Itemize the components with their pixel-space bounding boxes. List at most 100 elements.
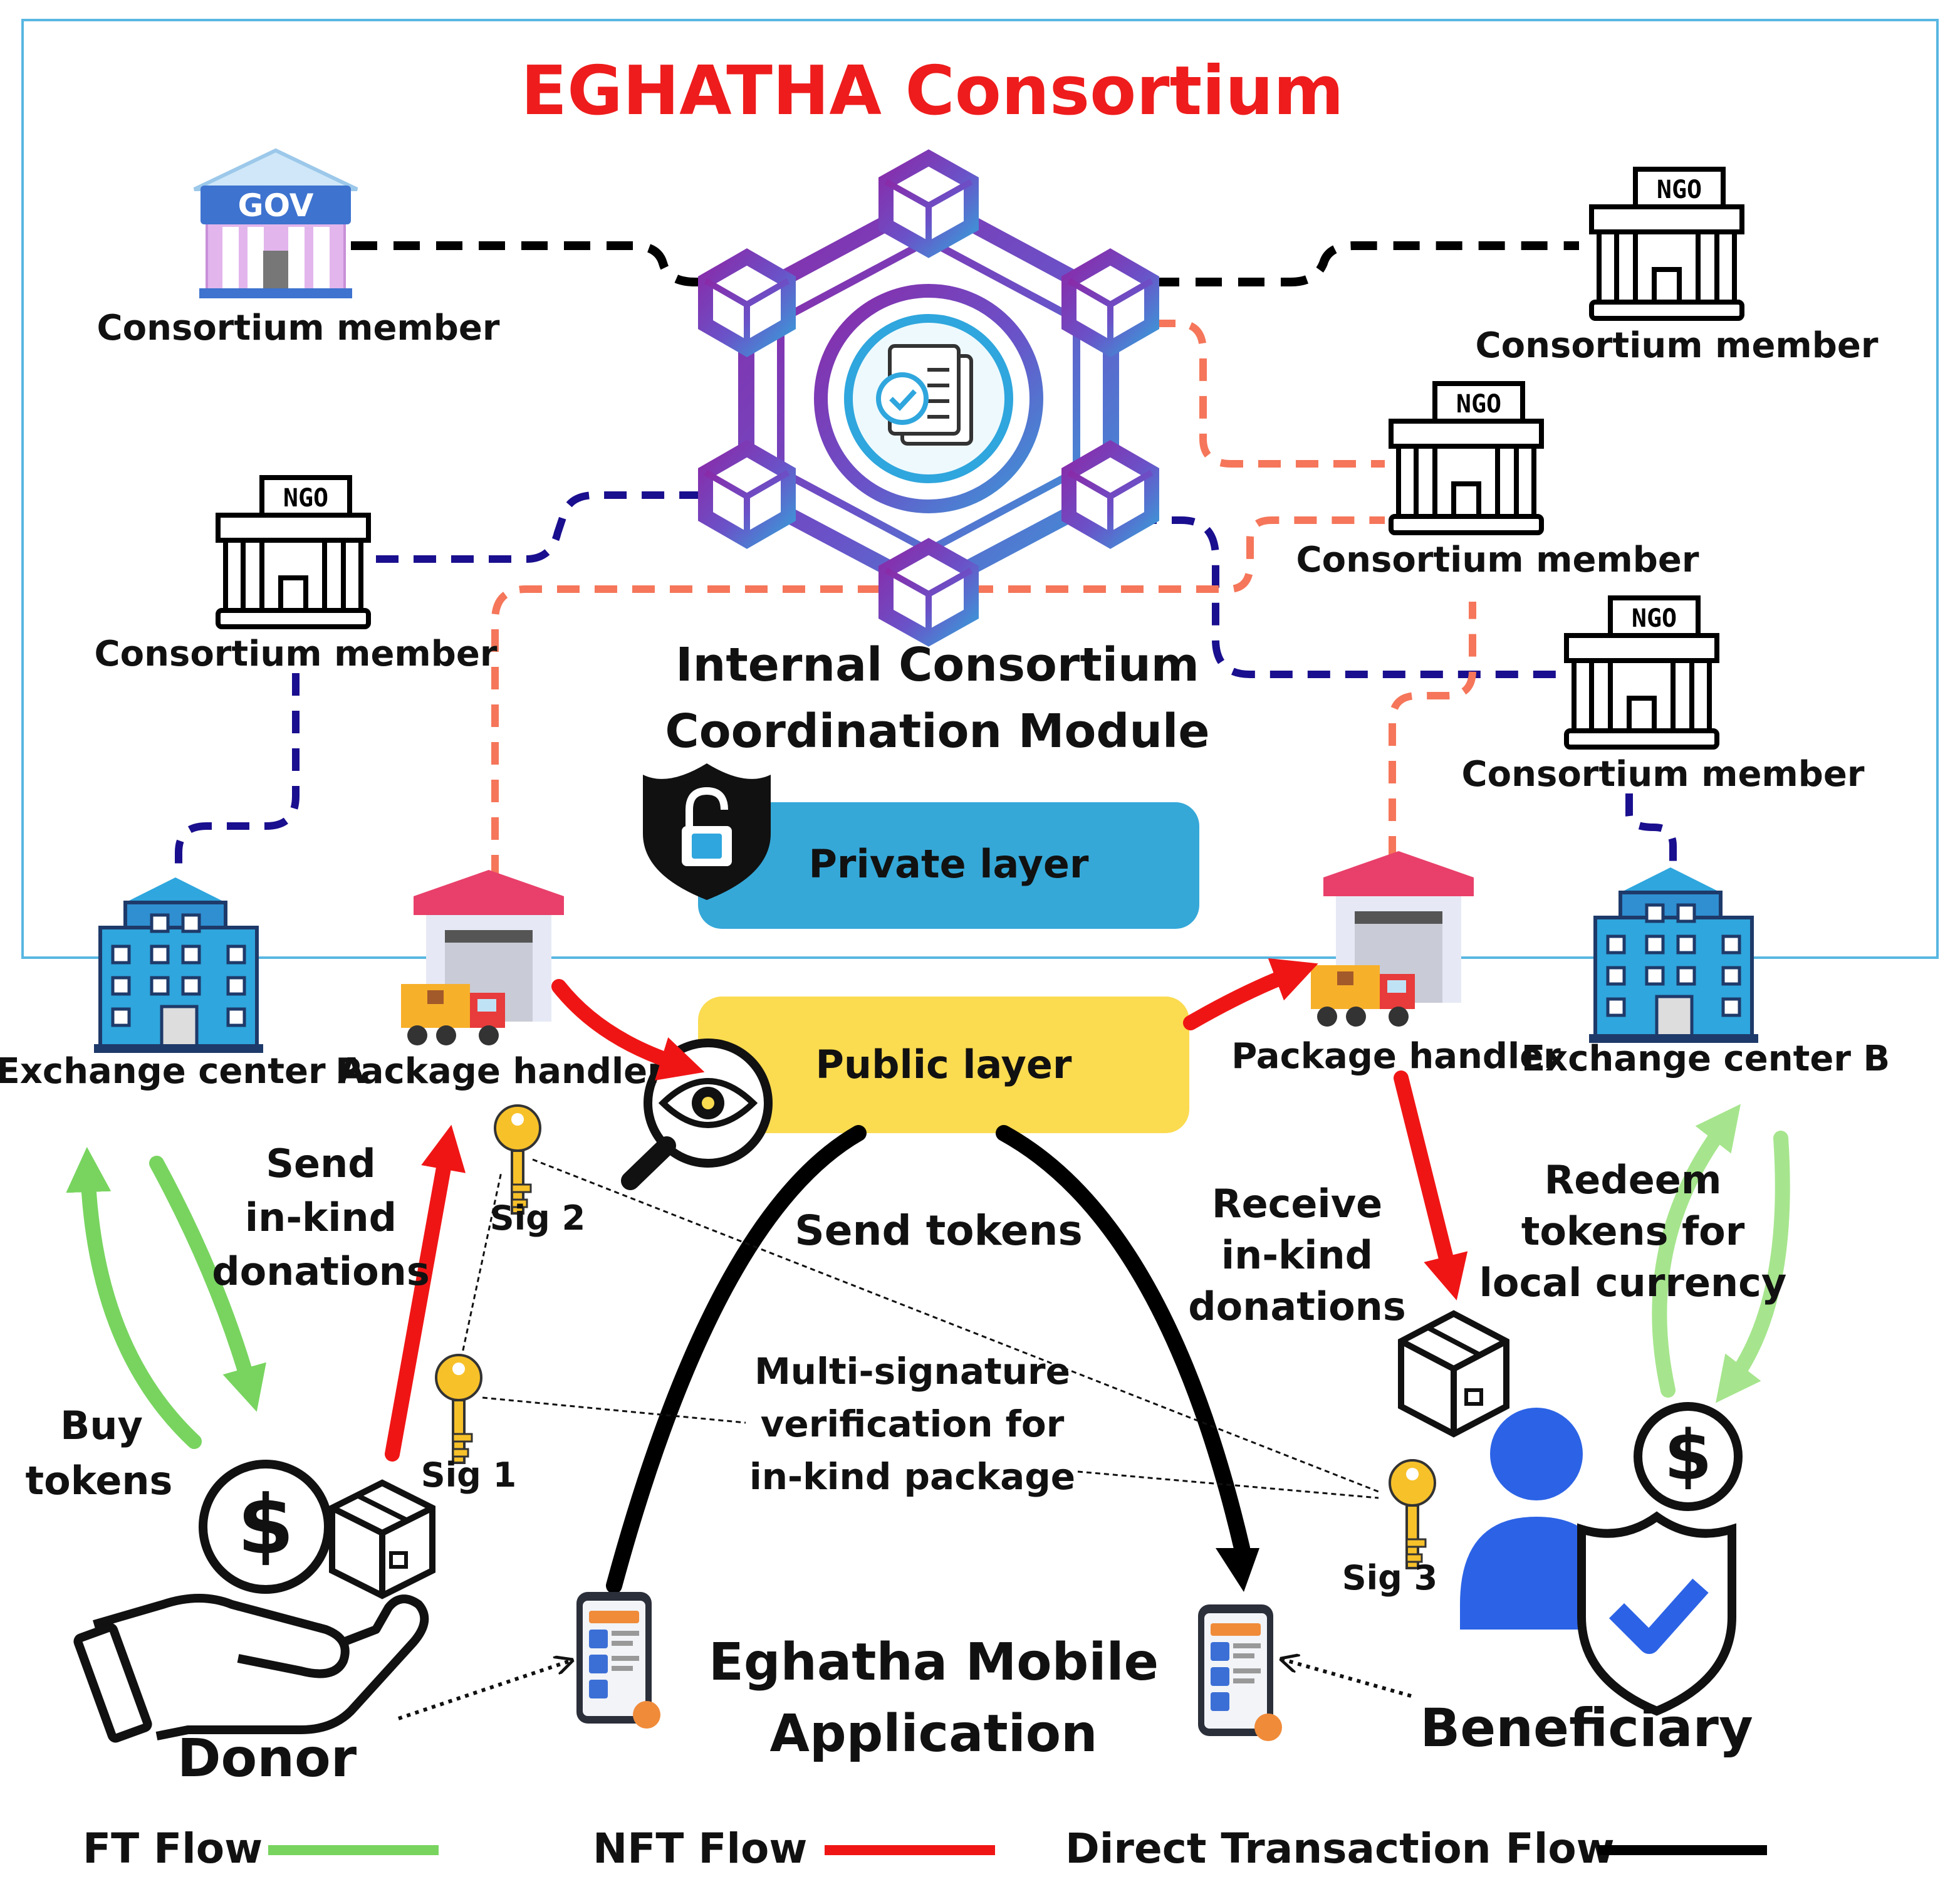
donor-to-app-dotted-arrow (398, 1661, 570, 1720)
ngo-left-to-hub-line (376, 491, 702, 563)
exchange-a-label: Exchange center A (0, 1051, 365, 1092)
buy-tokens-line1: Buy (60, 1403, 143, 1448)
exchange-b-label: Exchange center B (1521, 1039, 1890, 1079)
mobile-app-line2: Application (769, 1704, 1097, 1764)
module-title-line2: Coordination Module (665, 704, 1209, 758)
public-to-package-right-arrow (1183, 958, 1318, 1030)
multisig-line1: Multi-signature (754, 1350, 1070, 1393)
gov-badge: GOV (238, 187, 314, 224)
donor-to-package-left-arrow (385, 1124, 466, 1462)
legend-nft-label: NFT Flow (593, 1824, 807, 1873)
ft-flow-arrows (66, 1104, 1790, 1449)
office-building-icon (1589, 867, 1758, 1043)
gov-building-icon: GOV (193, 148, 358, 298)
public-layer-label: Public layer (815, 1042, 1071, 1087)
receive-donations-line3: donations (1188, 1284, 1405, 1329)
hand-dollar-icon: $ (73, 1460, 429, 1743)
buy-tokens-line2: tokens (26, 1458, 173, 1504)
ngo-badge: NGO (1632, 604, 1677, 633)
ngo-building-icon: NGO (1589, 167, 1744, 321)
sig-2-label: Sig 2 (490, 1198, 585, 1238)
ngo-top-right-label: Consortium member (1476, 325, 1879, 366)
svg-text:$: $ (237, 1477, 294, 1572)
black-dashed-connections (351, 241, 1579, 286)
sig-3-label: Sig 3 (1342, 1558, 1437, 1598)
send-donations-line2: in-kind (245, 1195, 397, 1240)
redeem-line2: tokens for (1521, 1208, 1745, 1254)
warehouse-truck-icon (401, 870, 564, 1045)
ngo-badge: NGO (283, 484, 328, 513)
office-building-icon (94, 877, 263, 1053)
private-layer-label: Private layer (808, 841, 1088, 887)
box-icon (329, 1479, 435, 1599)
shield-check-icon (1577, 1511, 1736, 1716)
blockchain-hexagon-icon (698, 149, 1159, 647)
gov-member-label: Consortium member (97, 308, 500, 348)
beneficiary-to-app-dotted-arrow (1283, 1660, 1412, 1698)
multisig-dotted-lines (456, 1158, 1379, 1499)
donor-label: Donor (177, 1727, 357, 1789)
mobile-app-icon (1198, 1604, 1282, 1741)
key-icon (435, 1354, 482, 1464)
gov-to-hub-line (351, 241, 705, 286)
module-title-line1: Internal Consortium (675, 638, 1199, 692)
legend: FT Flow NFT Flow Direct Transaction Flow (83, 1824, 1767, 1873)
ngo-badge: NGO (1456, 390, 1501, 419)
ngo-building-icon: NGO (1564, 595, 1719, 750)
ngo-building-icon: NGO (216, 475, 371, 629)
document-check-icon (876, 344, 973, 446)
donor-to-exchange-a-arrow (66, 1147, 202, 1449)
exchange-b-to-beneficiary-arrow (1716, 1131, 1790, 1403)
dollar-coin-icon: $ (1634, 1402, 1743, 1511)
ngo-low-right-to-exchange-b-line (1625, 793, 1677, 871)
blue-dashed-connections (175, 491, 1677, 877)
package-left-to-public-arrow (551, 979, 705, 1081)
send-donations-line1: Send (266, 1141, 375, 1186)
send-tokens-arrow (606, 1125, 1250, 1594)
ngo-building-icon: NGO (1389, 381, 1544, 535)
mobile-app-line1: Eghatha Mobile (709, 1633, 1159, 1692)
shield-lock-icon (643, 763, 771, 900)
nft-flow-arrows (385, 958, 1468, 1462)
orange-dashed-connections (491, 320, 1476, 877)
hub-to-ngo-low-right-line (1134, 516, 1566, 678)
send-tokens-label: Send tokens (795, 1206, 1083, 1255)
public-layer-box (698, 997, 1189, 1133)
ngo-mid-right-label: Consortium member (1296, 540, 1699, 580)
hub-to-ngo-mid-right-line (1153, 320, 1385, 468)
key-icon (494, 1104, 541, 1215)
person-icon (1460, 1408, 1613, 1630)
mobile-app-icon (576, 1592, 660, 1729)
private-layer-box (698, 802, 1199, 929)
legend-direct-label: Direct Transaction Flow (1065, 1824, 1615, 1873)
package-right-to-beneficiary-arrow (1394, 1070, 1468, 1300)
sig-1-label: Sig 1 (421, 1455, 516, 1495)
ngo-badge: NGO (1657, 175, 1702, 204)
box-icon (1398, 1310, 1509, 1438)
send-donations-line3: donations (212, 1248, 429, 1294)
key-icon (1389, 1459, 1436, 1569)
package-handler-left-label: Package handler (335, 1051, 665, 1092)
beneficiary-label: Beneficiary (1420, 1697, 1753, 1759)
multisig-line3: in-kind package (749, 1455, 1075, 1498)
redeem-line3: local currency (1479, 1260, 1787, 1306)
legend-ft-label: FT Flow (83, 1824, 263, 1873)
consortium-frame (21, 19, 1939, 959)
beneficiary-to-exchange-b-arrow (1652, 1104, 1741, 1398)
ngo-top-right-to-hub-line (1153, 241, 1579, 286)
redeem-line1: Redeem (1545, 1157, 1722, 1203)
package-handler-right-label: Package handler (1231, 1036, 1561, 1077)
diagram-title: EGHATHA Consortium (521, 52, 1343, 130)
receive-donations-line2: in-kind (1221, 1232, 1373, 1278)
send-tokens-arrowhead (1216, 1548, 1259, 1592)
receive-donations-line1: Receive (1212, 1181, 1382, 1227)
exchange-a-to-donor-arrow (149, 1156, 266, 1412)
package-left-to-hub-line (491, 516, 1385, 877)
ngo-left-to-exchange-a-line (175, 673, 300, 877)
multisig-line2: verification for (761, 1403, 1065, 1445)
ngo-left-label: Consortium member (95, 634, 498, 674)
svg-text:$: $ (1664, 1415, 1712, 1495)
warehouse-truck-icon (1311, 851, 1474, 1027)
ngo-low-right-label: Consortium member (1462, 754, 1865, 795)
